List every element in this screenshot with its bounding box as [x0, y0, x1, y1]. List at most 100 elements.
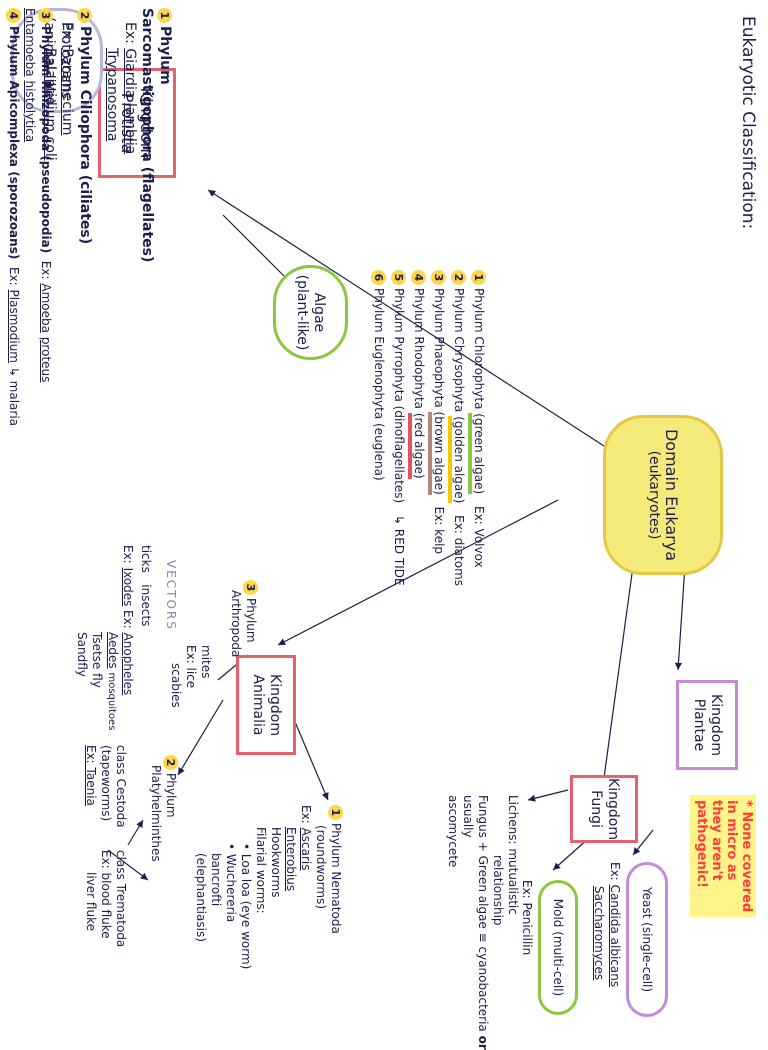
mold-example: Ex: Penicillin	[520, 880, 534, 956]
group-name: ticks	[139, 545, 153, 573]
arthro-insect-examples: Ex: Anopheles Aedes mosquitoes Tsetse fl…	[75, 610, 136, 730]
number-badge: 2	[451, 270, 466, 285]
number-badge: 2	[77, 8, 92, 23]
animalia-label-1: Kingdom	[266, 674, 283, 736]
vectors-label: VECTORS	[164, 560, 178, 631]
example: Hookworms	[269, 827, 283, 898]
phylum-arthropoda: 3Phylum Arthropoda	[228, 580, 258, 657]
highlight-label: (golden algae)	[448, 416, 466, 504]
class-trematoda: class Trematoda Ex: blood fluke liver fl…	[83, 850, 128, 947]
number-badge: 3	[243, 580, 258, 595]
fungi-label-2: Fungi	[588, 790, 604, 828]
protozoa-phylum-1: 1Phylum Sarcomastigophora (flagellates) …	[103, 8, 173, 262]
ex-prefix: Ex:	[122, 22, 138, 44]
yeast-examples: Ex: Candida albicans	[607, 862, 622, 987]
arrow-animalia-to-nematoda	[289, 709, 329, 801]
example: • Loa loa (eye worm)	[239, 843, 253, 970]
example: liver fluke	[84, 872, 98, 931]
lichens-text: relationship	[491, 855, 505, 926]
arrow-fungi-to-yeast	[632, 829, 654, 856]
example: Candida albicans	[608, 884, 622, 988]
note-line: * None covered	[739, 800, 754, 913]
example: scabies	[169, 663, 183, 708]
ex-prefix: Ex:	[39, 260, 53, 280]
protozoa-phylum-3-ex2: Entamoeba histolytica	[22, 8, 37, 142]
phylum-name: Platyhelminthes	[149, 765, 163, 862]
arthro-ixodes: Ex: Ixodes	[120, 545, 135, 606]
number-badge: 2	[163, 755, 178, 770]
lichens-or: or	[476, 1035, 490, 1050]
arthro-mites: mites Ex: lice scabies	[168, 645, 213, 708]
phylum-name: Phylum Ciliophora (ciliates)	[77, 26, 93, 245]
plantae-label-1: Kingdom	[707, 694, 724, 756]
algae-cloud: Algae (plant-like)	[273, 265, 348, 360]
ex-prefix: Ex:	[121, 545, 135, 564]
protozoa-phylum-3: 3Phylum Rhizopoda (pseudopodia) Ex: Amoe…	[38, 8, 53, 382]
example: Aedes	[106, 632, 120, 669]
diagram-canvas: Eukaryotic Classification: Domain Eukary…	[6, 8, 758, 1050]
highlight-label: (brown algae)	[428, 411, 446, 495]
phylum-name: Sarcomastigophora (flagellates)	[139, 8, 156, 263]
lichens-note: Lichens: mutualistic relationship Fungus…	[445, 795, 520, 1050]
arrow-platy-to-cestoda	[127, 819, 144, 846]
arrow-fungi-to-lichens	[527, 789, 569, 802]
algae-subtitle: (plant-like)	[294, 274, 311, 351]
group-name: mites	[199, 645, 213, 679]
example: Ex: Taenia	[84, 745, 98, 806]
number-badge: 4	[6, 8, 21, 23]
example: Ixodes	[121, 567, 135, 607]
ex-prefix: Ex:	[299, 805, 313, 824]
arrow-protista-to-algae	[222, 214, 294, 286]
phylum-name: Phylum Chlorophyta	[472, 288, 486, 410]
domain-subtitle: (eukaryotes)	[645, 450, 662, 540]
kingdom-animalia-box: Kingdom Animalia	[236, 655, 296, 755]
phylum-name: Phylum Phaeophyta	[432, 288, 446, 408]
example: Sandfly	[75, 632, 90, 677]
phylum-label: Phylum	[157, 26, 173, 85]
kingdom-plantae-box: Kingdom Plantae	[676, 680, 738, 770]
number-badge: 1	[157, 8, 172, 23]
algae-phylum-4: 4Phylum Rhodophyta (red algae)	[408, 270, 426, 479]
class-cestoda: class Cestoda (tapeworms) Ex: Taenia	[83, 745, 128, 828]
mosquitoes-note: mosquitoes	[106, 672, 117, 731]
lichens-text: Fungus + Green algae ≡ cyanobacteria	[476, 795, 490, 1032]
number-badge: 1	[471, 270, 486, 285]
number-badge: 1	[328, 805, 343, 820]
example: Trypanosoma	[104, 48, 121, 142]
example: bancrofti	[209, 853, 223, 907]
highlight-label: (green algae)	[468, 413, 486, 495]
lichens-text: ascomycete	[446, 795, 460, 868]
algae-title: Algae	[311, 292, 328, 333]
note-line: pathogenic!	[694, 800, 710, 888]
algae-phylum-3: 3Phylum Phaeophyta (brown algae) Ex: kel…	[428, 270, 446, 554]
phylum-name: Arthropoda	[229, 590, 243, 658]
algae-phylum-1: 1Phylum Chlorophyta (green algae) Ex: Vo…	[468, 270, 486, 568]
fungi-label-1: Kingdom	[604, 778, 621, 840]
ex-prefix: Ex:	[608, 862, 622, 881]
mold-cloud: Mold (multi-cell)	[538, 880, 578, 1015]
phylum-name: Phylum Rhizopoda (pseudopodia)	[39, 26, 53, 254]
number-badge: 5	[391, 270, 406, 285]
example: Saccharomyces	[592, 886, 606, 981]
phylum-name: Phylum Rhodophyta	[412, 288, 426, 410]
phylum-name: Phylum Chrysophyta	[452, 288, 466, 413]
group-name: insects	[139, 584, 153, 627]
number-badge: 3	[431, 270, 446, 285]
class-subtitle: (tapeworms)	[99, 745, 113, 822]
class-name: class Cestoda	[114, 745, 128, 828]
algae-phylum-6: 6Phylum Euglenophyta (euglena)	[371, 270, 386, 481]
class-name: class Trematoda	[114, 850, 128, 948]
example: Paramecium	[59, 48, 76, 136]
example: • Wuchereria	[224, 843, 238, 923]
phylum-name: Phylum Euglenophyta (euglena)	[372, 288, 386, 481]
domain-eukarya-cloud: Domain Eukarya (eukaryotes)	[603, 415, 723, 575]
lichens-text: Lichens: mutualistic	[506, 795, 520, 915]
arrow-animalia-to-platy	[177, 699, 224, 776]
page-title: Eukaryotic Classification:	[738, 16, 758, 230]
note-line: in micro as	[724, 800, 740, 881]
yeast-label: Yeast (single-cell)	[640, 886, 655, 993]
phylum-name: Phylum Pyrrophyta (dinoflagellates)	[392, 288, 406, 504]
algae-phylum-5: 5Phylum Pyrrophyta (dinoflagellates) ↳ R…	[391, 270, 406, 586]
not-covered-note: * None covered in micro as they aren't p…	[690, 795, 756, 918]
note-line: they aren't	[709, 800, 725, 881]
